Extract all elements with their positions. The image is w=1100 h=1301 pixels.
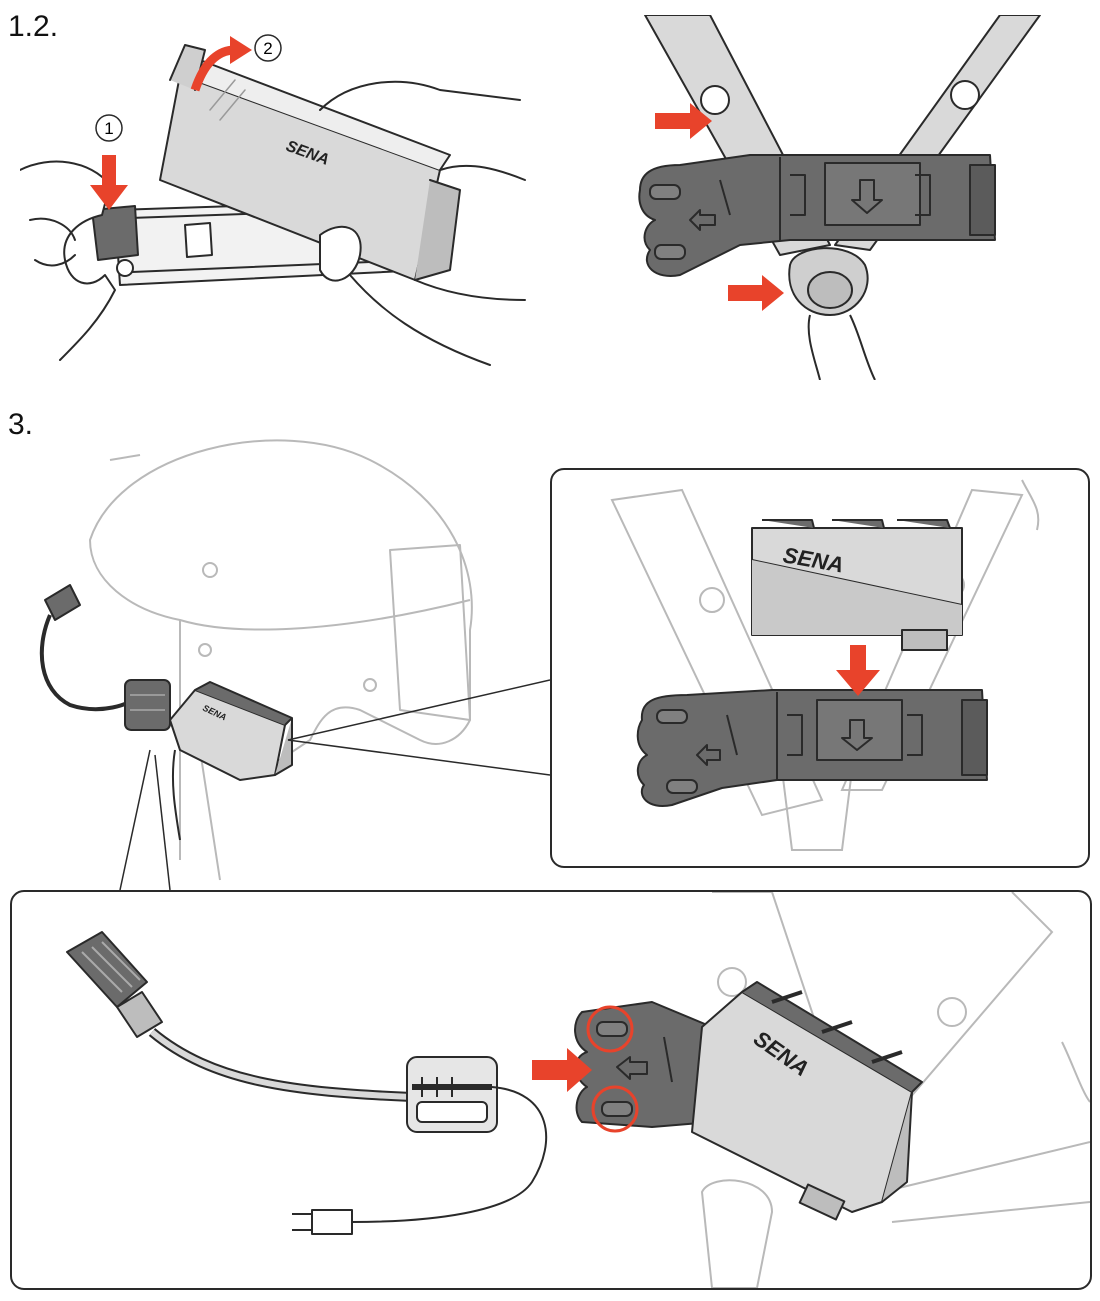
strap-mount-illustration — [620, 15, 1100, 380]
mic-attach-illustration: SENA — [12, 892, 1090, 1288]
red-arrow-icon — [728, 275, 784, 311]
panel-helmet: SENA — [30, 420, 550, 890]
down-arrow-icon — [836, 645, 880, 696]
svg-text:1: 1 — [104, 119, 113, 138]
svg-text:2: 2 — [263, 39, 272, 58]
helmet-illustration: SENA — [30, 420, 550, 890]
callout-1: 1 — [96, 115, 122, 141]
panel-remove-cradle: SENA 1 2 — [20, 20, 530, 380]
zoom-attach-illustration: SENA — [552, 470, 1088, 866]
remove-cradle-illustration: SENA 1 2 — [20, 20, 530, 380]
callout-2: 2 — [255, 35, 281, 61]
panel-zoom-attach: SENA — [550, 468, 1090, 868]
panel-strap-mount — [620, 15, 1100, 380]
panel-mic-attach: SENA — [10, 890, 1092, 1290]
